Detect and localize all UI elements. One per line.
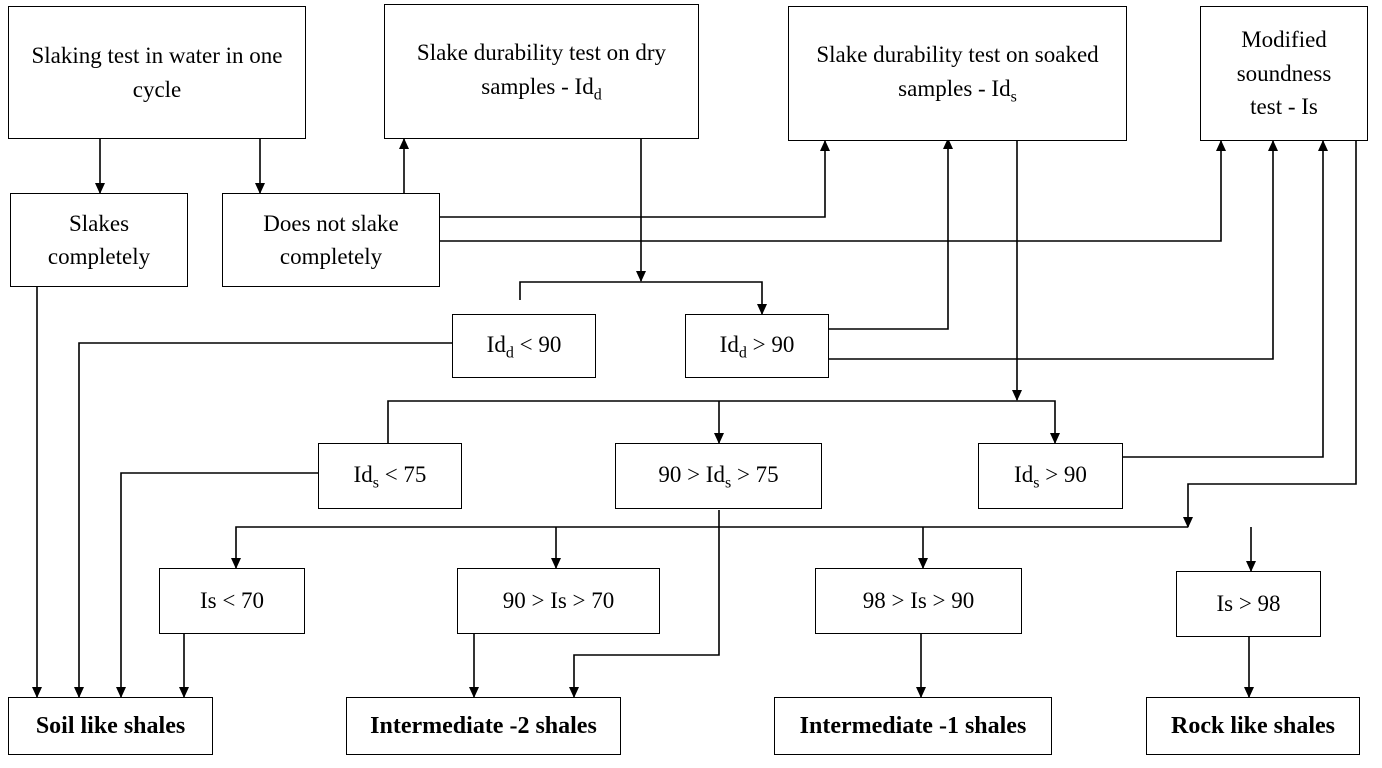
slakes-completely-label: Slakes completely [47,210,151,269]
idd-high-label: Idd > 90 [719,331,795,362]
is-gt98-label: Is > 98 [1216,591,1281,617]
is-70-90-label: 90 > Is > 70 [502,588,615,614]
soaked-test-box: Slake durability test on soaked samples … [788,6,1127,141]
is-lt70-box: Is < 70 [159,568,305,634]
arrow-notslake-to-soundness [440,140,1226,242]
is-90-98-box: 98 > Is > 90 [815,568,1022,634]
slakes-completely-box: Slakes completely [10,193,188,287]
dry-test-label: Slake durability test on dry samples - I… [416,40,667,104]
arrow-soundness-down [1183,141,1357,528]
arrow-idd-high-to-soaked [829,138,953,330]
is-70-90-box: 90 > Is > 70 [457,568,660,634]
rock-like-shales-label: Rock like shales [1170,712,1335,739]
rock-like-shales-box: Rock like shales [1146,697,1360,755]
soaked-test-label: Slake durability test on soaked samples … [816,42,1099,106]
ids-mid-label: 90 > Ids > 75 [658,461,779,492]
arrow-ids-low-to-soil [116,472,318,698]
arrow-idd-high-to-soundness [829,140,1278,360]
soil-like-shales-box: Soil like shales [8,697,213,755]
not-slakes-completely-label: Does not slake completely [263,210,399,269]
slaking-test-label: Slaking test in water in one cycle [31,43,283,102]
is-90-98-label: 98 > Is > 90 [862,588,975,614]
idd-low-box: Idd < 90 [452,314,596,378]
ids-mid-box: 90 > Ids > 75 [615,443,822,509]
ids-high-label: Ids > 90 [1014,461,1087,492]
not-slakes-completely-box: Does not slake completely [222,193,440,287]
arrow-is-lt70 [231,526,1188,569]
arrow-notslake-to-soaked [440,140,830,218]
slaking-test-box: Slaking test in water in one cycle [8,6,306,139]
is-gt98-box: Is > 98 [1176,571,1321,637]
intermediate-2-shales-label: Intermediate -2 shales [370,712,597,739]
idd-low-label: Idd < 90 [486,331,562,362]
intermediate-2-shales-box: Intermediate -2 shales [346,697,621,755]
soundness-test-box: Modified soundness test - Is [1200,6,1368,141]
ids-low-box: Ids < 75 [318,443,462,509]
arrow-ids-mid-to-int2 [569,510,720,698]
ids-low-label: Ids < 75 [353,461,427,492]
intermediate-1-shales-box: Intermediate -1 shales [774,697,1052,755]
dry-test-box: Slake durability test on dry samples - I… [384,4,699,139]
intermediate-1-shales-label: Intermediate -1 shales [799,712,1027,739]
ids-high-box: Ids > 90 [978,443,1123,509]
arrow-idd-low-to-soil [74,342,452,698]
arrow-ids-high-to-soundness [1123,140,1328,458]
idd-high-box: Idd > 90 [685,314,829,378]
soil-like-shales-label: Soil like shales [35,712,186,739]
arrow-soaked-branches [387,400,1060,444]
is-lt70-label: Is < 70 [199,588,265,614]
arrow-dry-to-low [519,281,767,315]
soundness-test-label: Modified soundness test - Is [1236,27,1332,120]
